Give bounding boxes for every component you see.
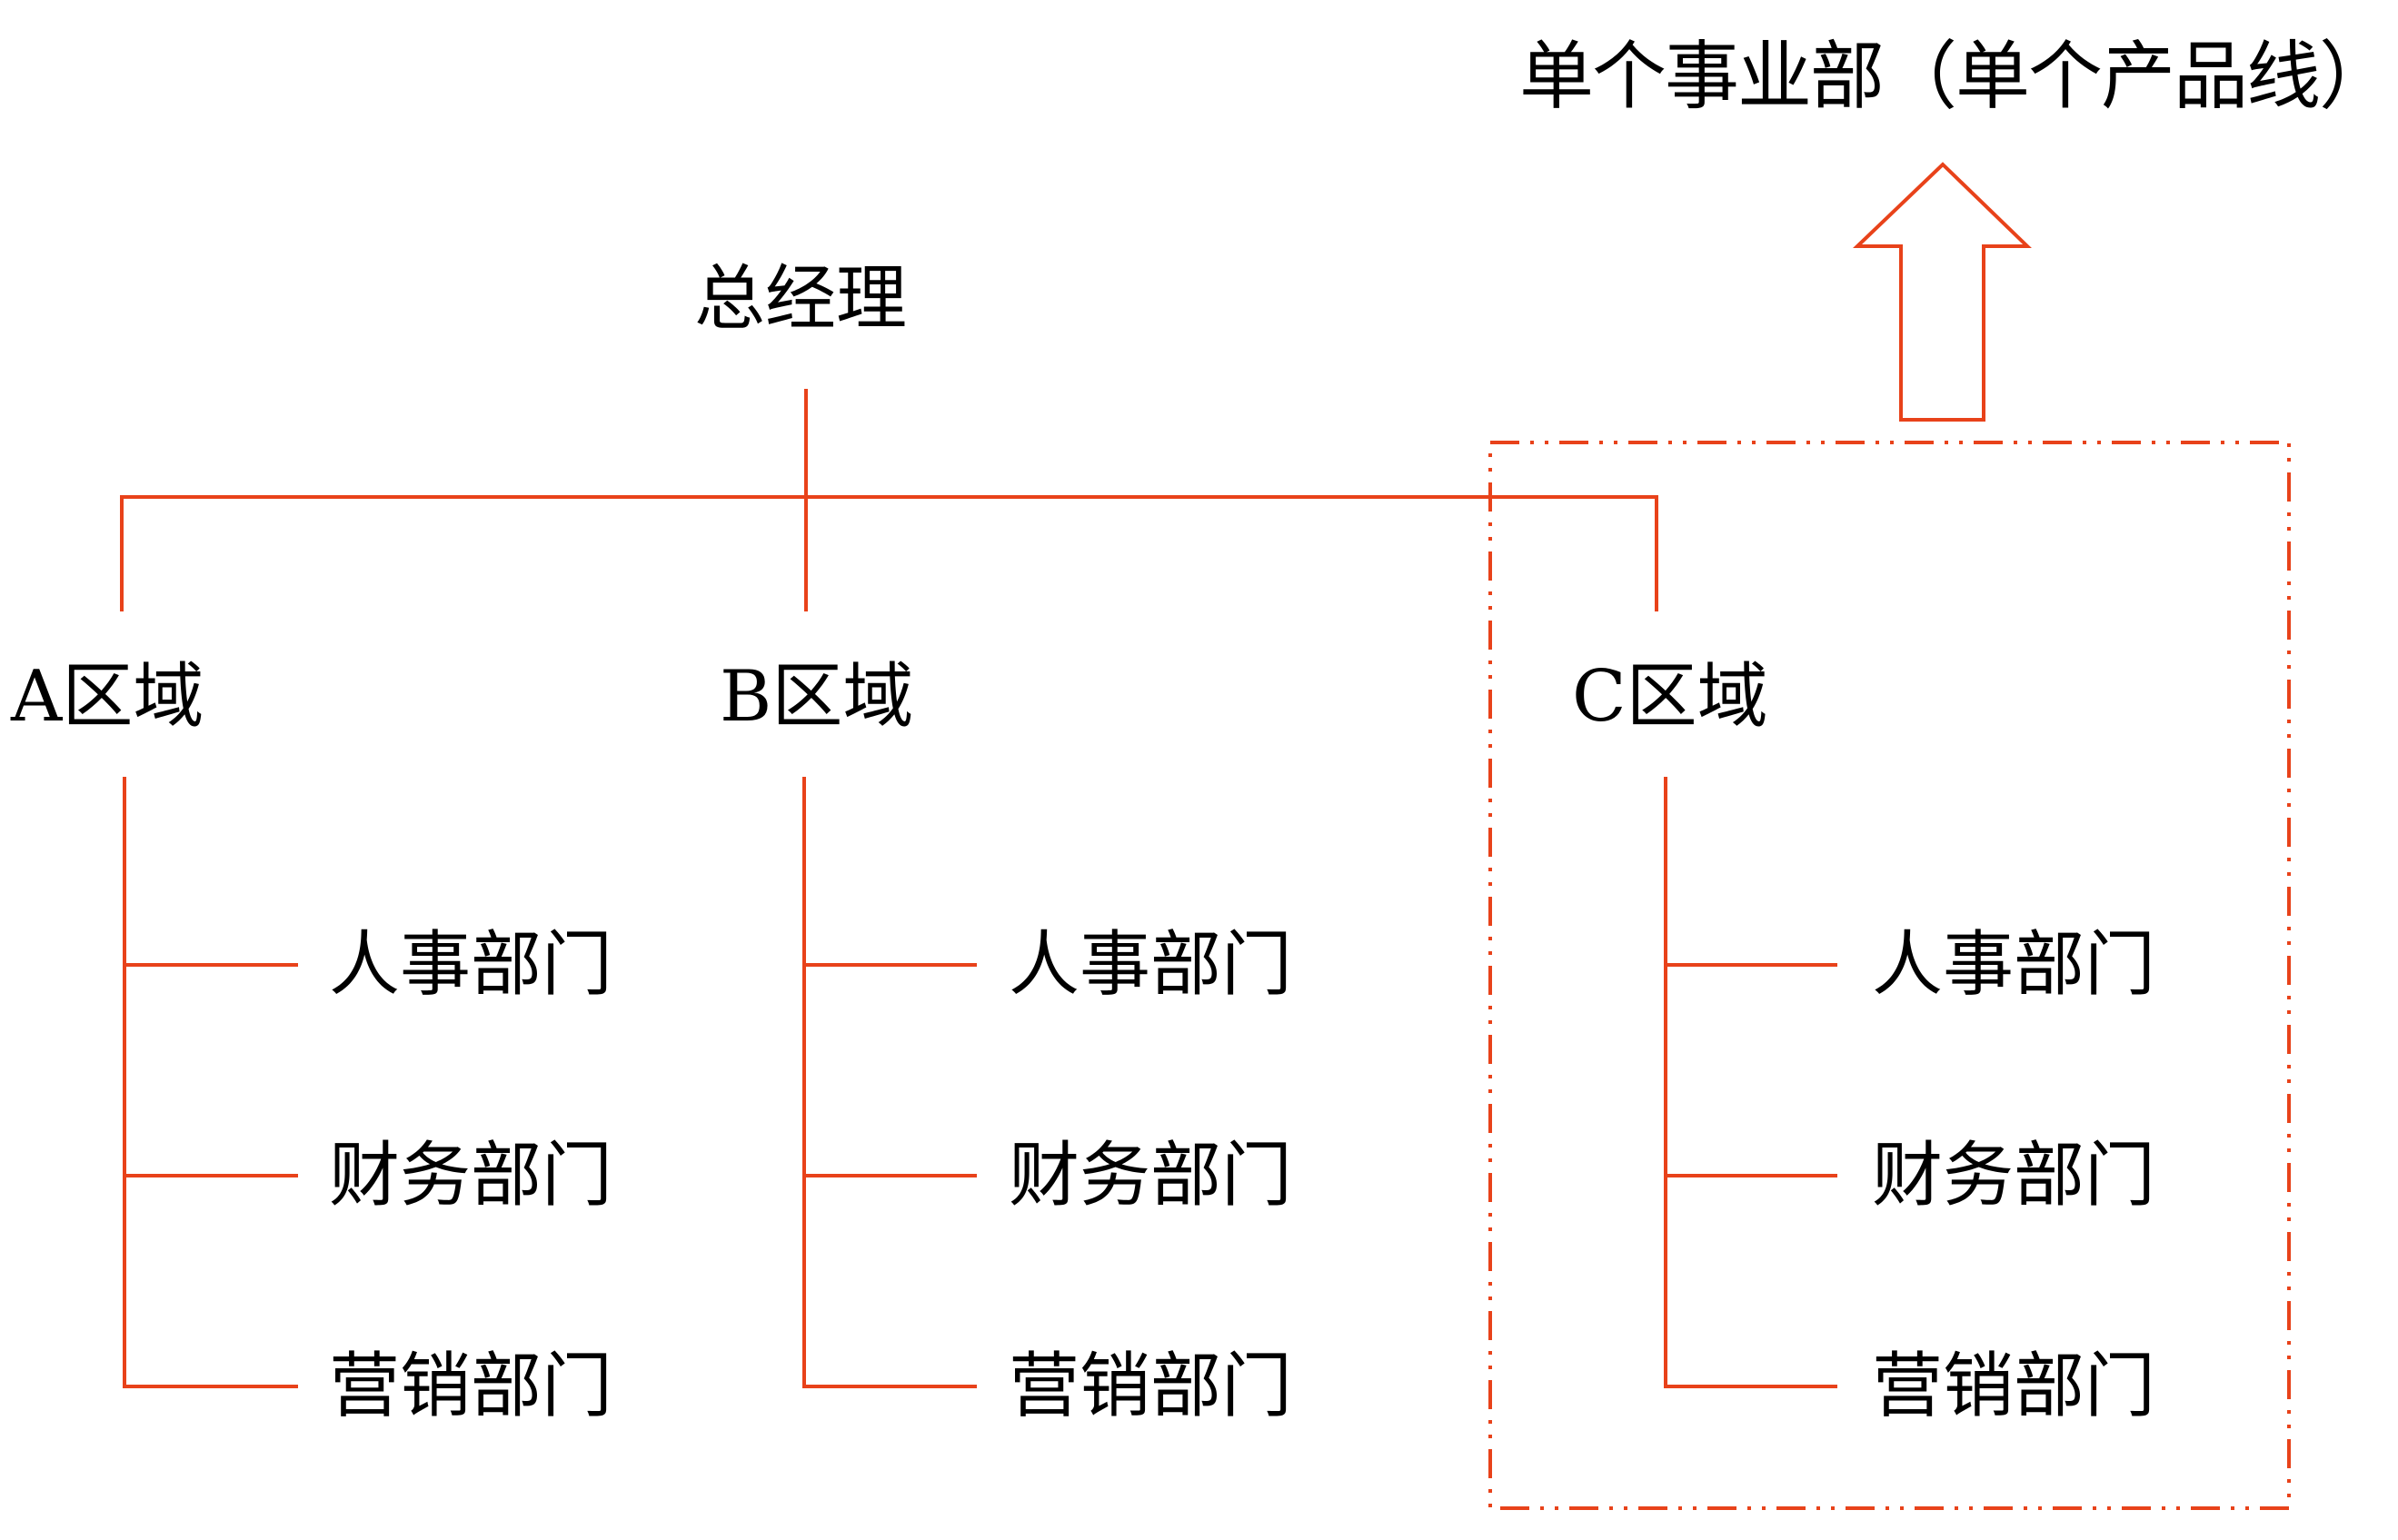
region-a-dept-finance: 财务部门 (329, 1135, 613, 1217)
region-b-dept-hr: 人事部门 (1009, 924, 1293, 1006)
region-c-dept-finance: 财务部门 (1872, 1135, 2156, 1217)
region-c-node: C区域 (1572, 656, 1768, 738)
region-b-dept-finance: 财务部门 (1009, 1135, 1293, 1217)
business-unit-title: 单个事业部（单个产品线） (1519, 34, 2393, 120)
region-c-dept-hr: 人事部门 (1872, 924, 2156, 1006)
business-unit-highlight-box (1488, 441, 2291, 1510)
region-b-node: B区域 (720, 656, 914, 738)
region-a-node: A区域 (11, 656, 204, 738)
region-a-dept-marketing: 营销部门 (329, 1346, 613, 1427)
general-manager-node: 总经理 (694, 258, 908, 340)
region-b-dept-marketing: 营销部门 (1009, 1346, 1293, 1427)
hollow-up-arrow-icon (1853, 162, 2032, 422)
region-a-dept-hr: 人事部门 (329, 924, 613, 1006)
region-c-dept-marketing: 营销部门 (1872, 1346, 2156, 1427)
